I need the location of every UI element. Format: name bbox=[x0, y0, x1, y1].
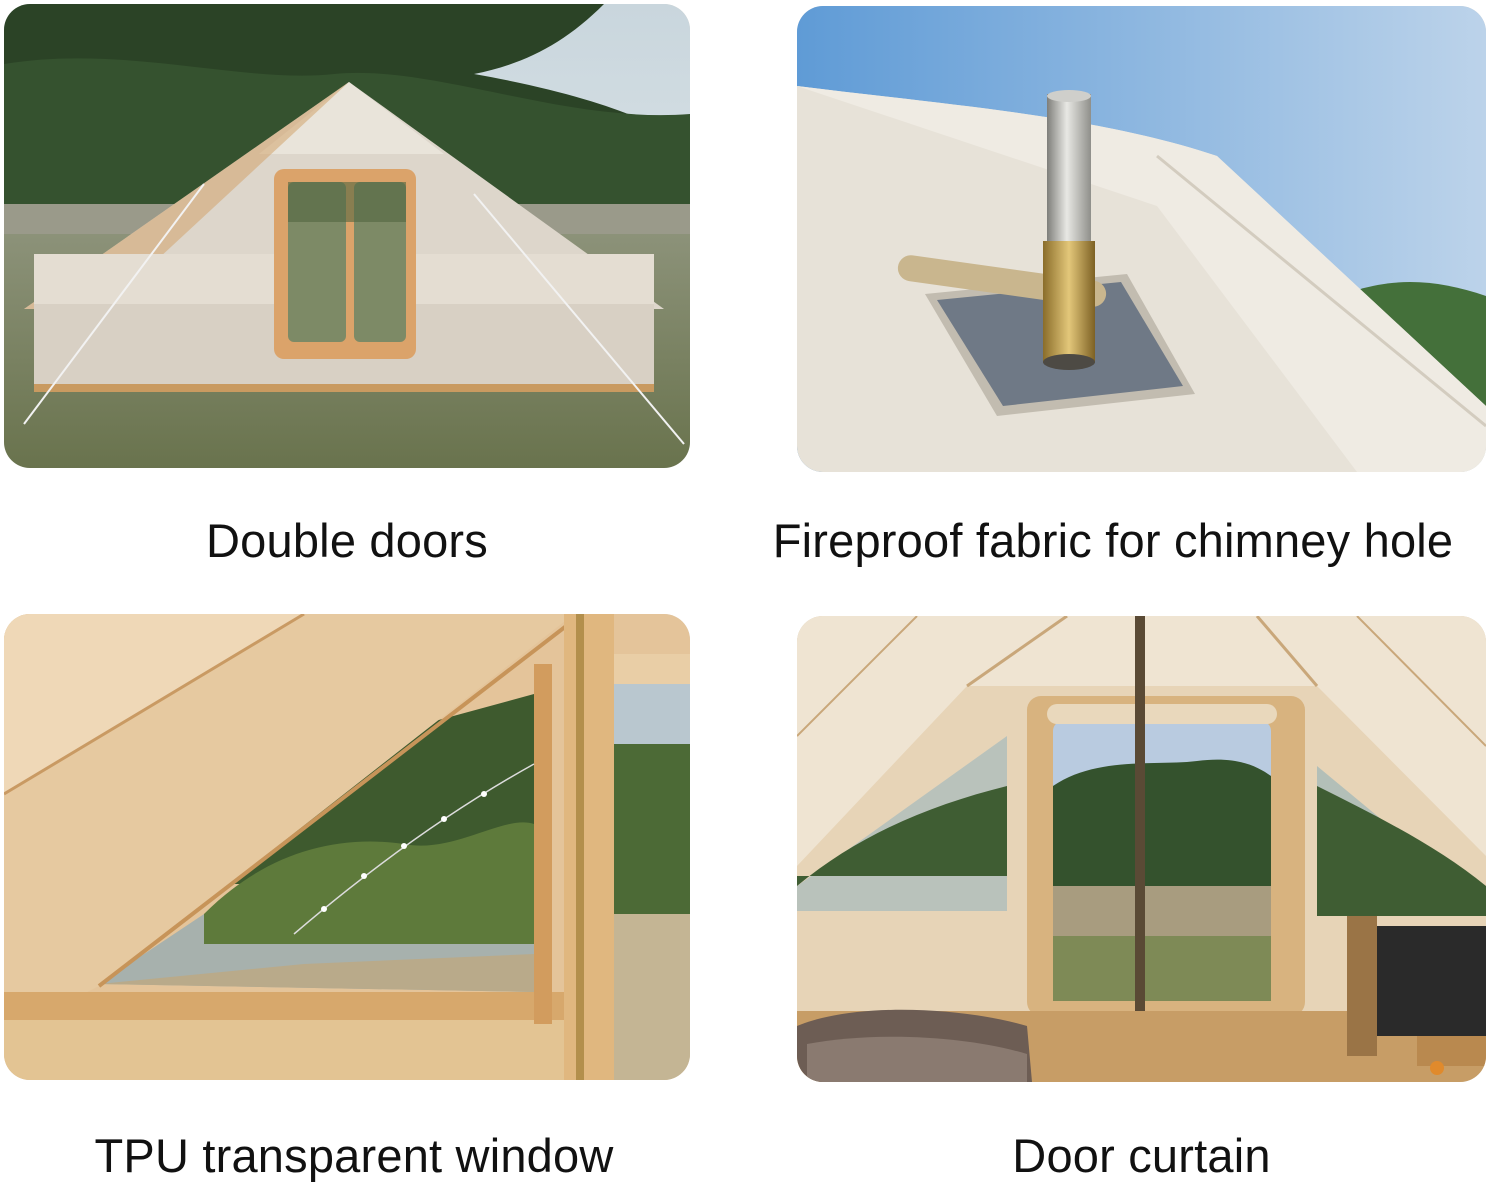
caption-tpu-window: TPU transparent window bbox=[94, 1129, 614, 1182]
window-image bbox=[4, 614, 690, 1080]
caption-fireproof-fabric: Fireproof fabric for chimney hole bbox=[772, 514, 1454, 567]
tent-exterior-image bbox=[4, 4, 690, 468]
chimney-image bbox=[797, 6, 1486, 472]
photo-double-doors bbox=[4, 4, 690, 468]
photo-chimney-hole bbox=[797, 6, 1486, 472]
photo-transparent-window bbox=[4, 614, 690, 1080]
door-curtain-image bbox=[797, 616, 1486, 1082]
caption-door-curtain: Door curtain bbox=[1012, 1129, 1271, 1182]
photo-door-curtain bbox=[797, 616, 1486, 1082]
caption-double-doors: Double doors bbox=[206, 514, 488, 567]
